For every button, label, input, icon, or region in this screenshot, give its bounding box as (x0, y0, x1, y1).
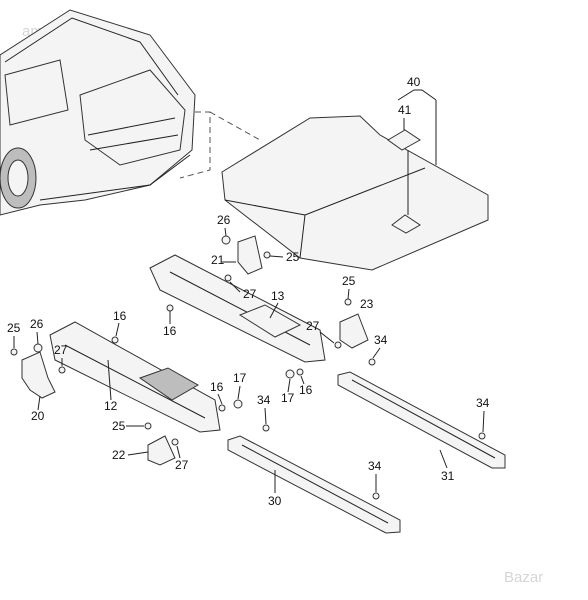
callout-40: 40 (407, 75, 421, 89)
callout-34: 34 (257, 393, 271, 407)
leader-lines (13, 227, 485, 493)
callout-16: 16 (163, 324, 177, 338)
rail-30 (227, 435, 401, 534)
callout-21: 21 (211, 253, 225, 267)
rail-31 (337, 371, 506, 469)
callout-34: 34 (476, 396, 490, 410)
callout-30: 30 (268, 494, 282, 508)
rail-12 (49, 321, 221, 433)
dashed-leader (209, 111, 261, 141)
callout-25: 25 (286, 250, 300, 264)
callout-27: 27 (54, 343, 68, 357)
callout-13: 13 (271, 289, 285, 303)
callout-34: 34 (368, 459, 382, 473)
callout-25: 25 (342, 274, 356, 288)
callout-25: 25 (7, 321, 21, 335)
callout-16: 16 (299, 383, 313, 397)
callout-26: 26 (30, 317, 44, 331)
callout-27: 27 (306, 319, 320, 333)
callout-12: 12 (104, 399, 118, 413)
bracket-20 (21, 351, 56, 399)
callout-41: 41 (398, 103, 412, 117)
bracket-21 (237, 235, 263, 275)
watermark-logo: Bazar (504, 569, 543, 586)
bracket-23 (339, 313, 369, 349)
callout-20: 20 (31, 409, 45, 423)
callout-16: 16 (210, 380, 224, 394)
callout-34: 34 (374, 333, 388, 347)
callout-31: 31 (441, 469, 455, 483)
callout-16: 16 (113, 309, 127, 323)
callout-17: 17 (233, 371, 247, 385)
callout-26: 26 (217, 213, 231, 227)
car-rear-illustration (0, 9, 196, 216)
callout-17: 17 (281, 391, 295, 405)
callout-27: 27 (243, 287, 257, 301)
callout-22: 22 (112, 448, 126, 462)
dashed-leader (179, 111, 211, 179)
callout-23: 23 (360, 297, 374, 311)
bracket-22 (147, 435, 176, 466)
callout-27: 27 (175, 458, 189, 472)
fasteners (10, 235, 486, 500)
callout-labels: 40 41 26 21 25 27 13 25 23 27 34 16 16 2… (7, 75, 490, 508)
floor-panel (221, 115, 489, 271)
callout-25: 25 (112, 419, 126, 433)
rail-13 (149, 254, 326, 363)
